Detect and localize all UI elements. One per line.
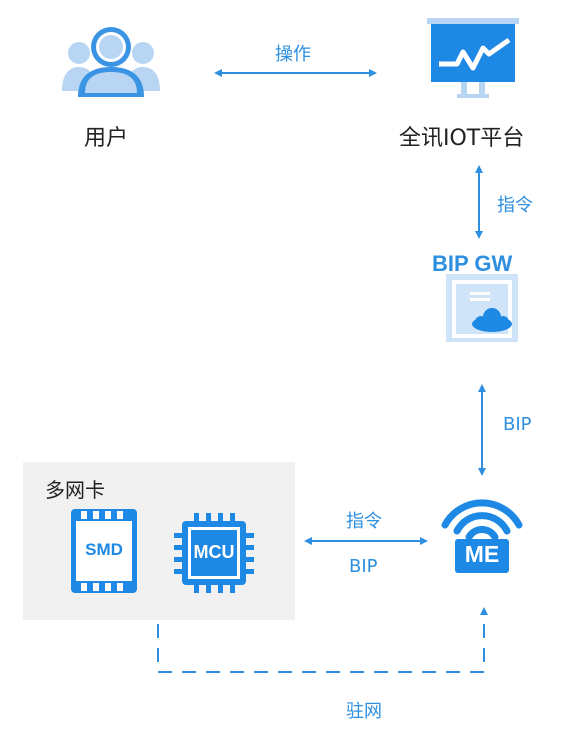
edge-label-bip-right: BIP xyxy=(503,414,532,435)
mcu-chip: MCU xyxy=(174,513,254,593)
wifi-signal-icon xyxy=(441,499,523,573)
smd-label: SMD xyxy=(85,540,123,559)
edge-label-command-top: 指令 xyxy=(497,195,533,216)
gateway-label: BIP GW xyxy=(432,251,513,276)
document-cloud-icon xyxy=(446,274,518,342)
multi-network-card-box xyxy=(23,462,295,620)
me-device: ME xyxy=(441,497,523,577)
edge-dashed-register xyxy=(157,607,488,673)
user-group-icon xyxy=(62,27,160,97)
edge-label-register: 驻网 xyxy=(346,701,382,722)
user-label: 用户 xyxy=(84,126,129,151)
mcu-chip-icon xyxy=(174,513,254,593)
me-label: ME xyxy=(464,541,500,567)
smd-chip: SMD xyxy=(71,509,137,593)
edge-label-command-mid: 指令 xyxy=(346,511,382,532)
edge-label-operate: 操作 xyxy=(275,44,311,65)
monitor-chart-icon xyxy=(427,18,519,98)
platform-label: 全讯IOT平台 xyxy=(399,126,525,151)
mcu-label: MCU xyxy=(193,542,235,562)
card-title: 多网卡 xyxy=(45,478,105,502)
edge-label-bip-mid: BIP xyxy=(349,556,378,577)
smd-chip-icon xyxy=(71,509,137,593)
